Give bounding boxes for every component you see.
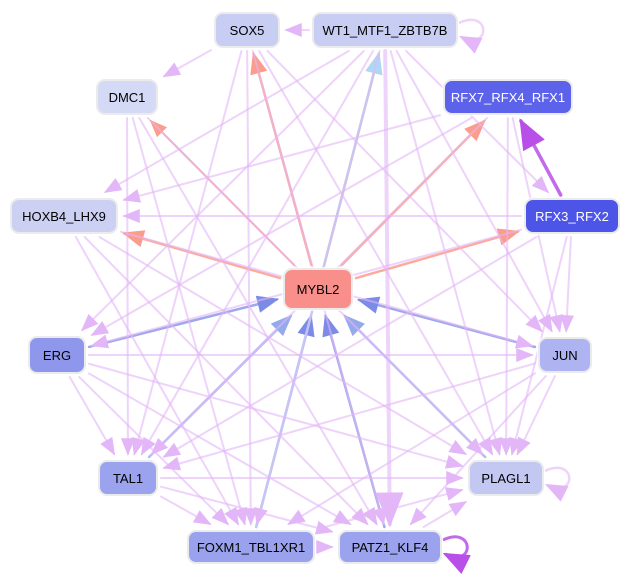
edge-DMC1-PATZ1	[138, 117, 378, 526]
self-loop-PATZ1	[442, 535, 471, 574]
node-HOXB4[interactable]: HOXB4_LHX9	[10, 198, 118, 234]
edge-JUN-PLAGL1	[516, 375, 556, 456]
edge-RFX3-TAL1	[162, 236, 538, 458]
node-label: TAL1	[112, 470, 144, 486]
node-JUN[interactable]: JUN	[538, 337, 592, 373]
node-SOX5[interactable]: SOX5	[214, 12, 280, 48]
edge-ERG-PATZ1	[88, 372, 352, 525]
edge-WT1-TAL1	[140, 50, 374, 456]
node-TAL1[interactable]: TAL1	[98, 460, 158, 496]
edge-RFX7-PLAGL1	[499, 117, 514, 456]
node-PATZ1[interactable]: PATZ1_KLF4	[338, 530, 442, 564]
edge-MYBL2-RFX3	[354, 228, 521, 280]
edge-DMC1-TAL1	[120, 117, 135, 456]
edge-RFX3-JUN	[560, 236, 574, 333]
self-loop-PLAGL1	[544, 466, 571, 502]
edge-TAL1-PATZ1	[160, 485, 334, 535]
edge-SOX5-TAL1	[131, 50, 243, 456]
edge-WT1-RFX3	[405, 50, 550, 194]
node-RFX7[interactable]: RFX7_RFX4_RFX1	[443, 79, 573, 115]
edge-ERG-TAL1	[68, 376, 116, 456]
node-label: WT1_MTF1_ZBTB7B	[322, 22, 448, 38]
edge-SOX5-JUN	[266, 50, 543, 333]
edge-SOX5-DMC1	[162, 49, 212, 78]
self-loop-WT1	[458, 18, 485, 54]
node-label: ERG	[42, 347, 72, 363]
edge-JUN-FOXM1	[287, 372, 536, 525]
edge-DMC1-FOXM1	[131, 117, 248, 526]
edge-FOXM1-PLAGL1	[317, 487, 464, 530]
node-ERG[interactable]: ERG	[28, 336, 86, 374]
edge-ERG-MYBL2	[87, 295, 280, 349]
edge-HOXB4-PLAGL1	[98, 236, 468, 455]
node-label: RFX7_RFX4_RFX1	[450, 89, 566, 105]
edge-TAL1-FOXM1	[160, 495, 212, 525]
edge-SOX5-FOXM1	[243, 50, 258, 526]
node-FOXM1[interactable]: FOXM1_TBL1XR1	[187, 530, 315, 564]
node-label: PATZ1_KLF4	[351, 539, 429, 555]
node-DMC1[interactable]: DMC1	[96, 79, 158, 115]
edge-RFX3-RFX7	[519, 118, 563, 197]
edge-RFX7-ERG	[90, 117, 473, 336]
edge-PATZ1-PLAGL1	[422, 501, 468, 528]
node-label: HOXB4_LHX9	[22, 208, 106, 224]
edge-JUN-PATZ1	[409, 375, 547, 526]
node-label: DMC1	[108, 89, 146, 105]
edge-ERG-PLAGL1	[88, 362, 464, 469]
node-MYBL2[interactable]: MYBL2	[283, 268, 353, 310]
node-label: RFX3_RFX2	[535, 208, 609, 224]
node-label: PLAGL1	[481, 470, 531, 486]
edge-WT1-JUN	[395, 50, 553, 333]
edge-HOXB4-FOXM1	[74, 236, 240, 526]
edge-WT1-PLAGL1	[389, 50, 503, 456]
node-label: MYBL2	[296, 281, 340, 297]
edge-JUN-TAL1	[162, 362, 536, 471]
node-label: FOXM1_TBL1XR1	[196, 539, 306, 555]
node-RFX3[interactable]: RFX3_RFX2	[524, 198, 620, 234]
node-label: SOX5	[229, 22, 265, 38]
node-WT1[interactable]: WT1_MTF1_ZBTB7B	[312, 12, 458, 48]
edge-WT1-PATZ1	[375, 49, 404, 528]
node-label: JUN	[552, 347, 578, 363]
node-PLAGL1[interactable]: PLAGL1	[468, 460, 544, 496]
edge-RFX7-HOXB4	[122, 114, 441, 203]
